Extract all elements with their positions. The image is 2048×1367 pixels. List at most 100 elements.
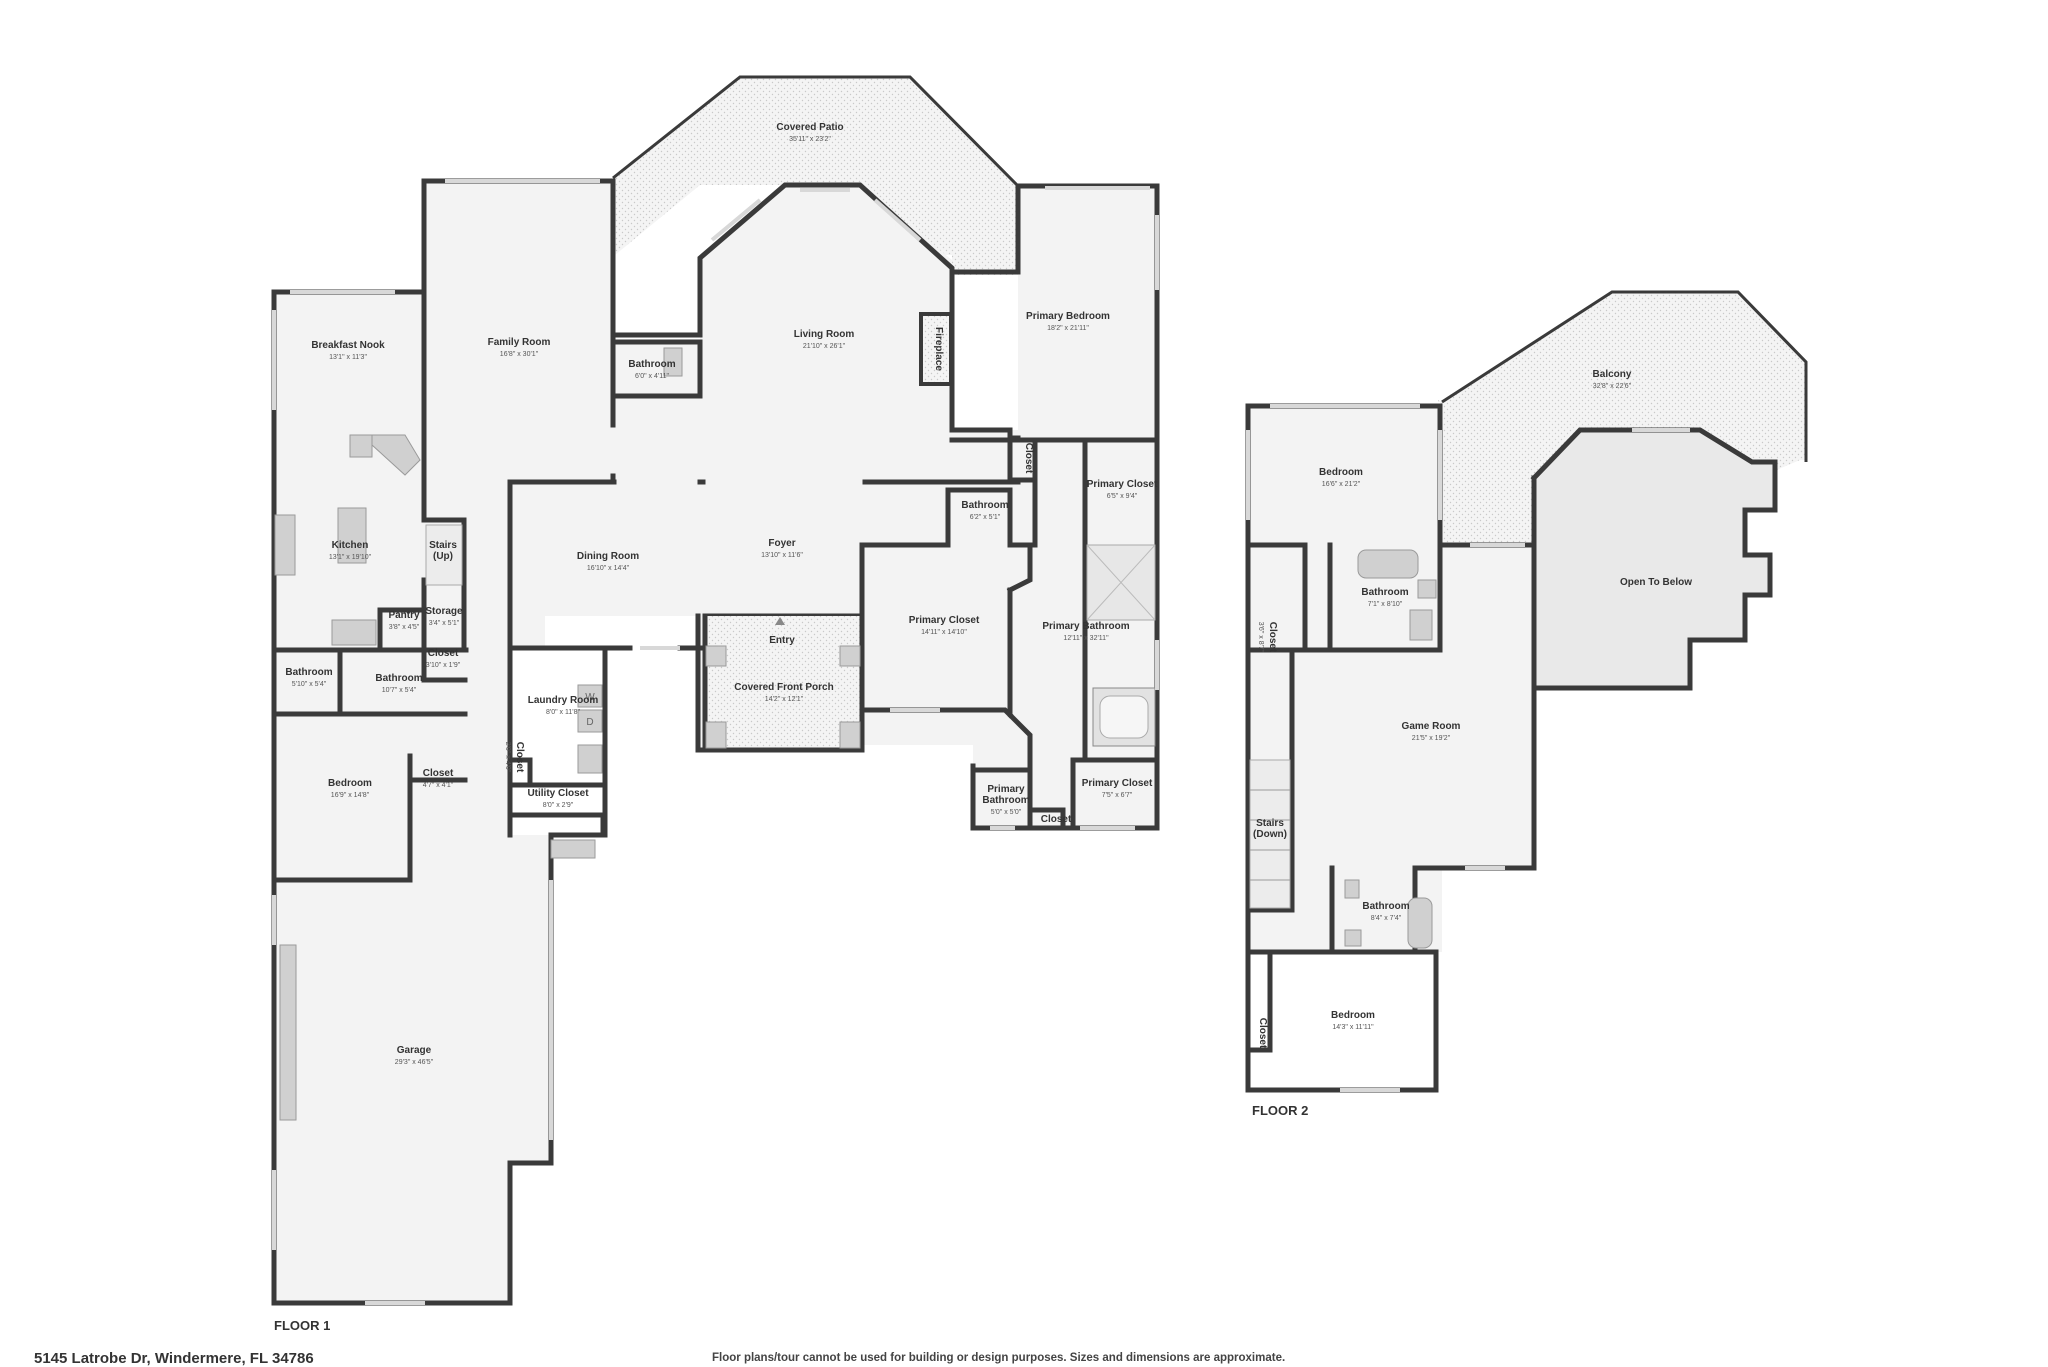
room-name: Closet: [423, 768, 454, 779]
room-label-bathroom-d: Bathroom 10'7" x 5'4": [375, 673, 422, 694]
room-name: Storage: [425, 606, 463, 617]
sink-2a-icon: [1409, 609, 1433, 641]
room-dimensions: 5'10" x 5'4": [292, 681, 327, 688]
room-dimensions: 6'0" x 4'11": [635, 373, 669, 380]
room-name: Closet: [514, 742, 525, 773]
room-dimensions: 3'10" x 1'9": [426, 662, 461, 669]
room-label-closet-e: Closet: [1041, 814, 1072, 825]
washer-icon: [577, 684, 603, 708]
room-dimensions: 4'7" x 4'1": [423, 782, 454, 789]
room-dimensions: 8'4" x 7'4": [1371, 915, 1402, 922]
room-label-entry: Entry: [769, 635, 795, 646]
room-label-bathroom-b: Bathroom 6'2" x 5'1": [961, 500, 1008, 521]
toilet-2b-icon: [1344, 929, 1362, 947]
room-name: Garage: [397, 1045, 432, 1056]
room-name: Open To Below: [1620, 577, 1692, 588]
room-name: Game Room: [1402, 721, 1461, 732]
stairs-down[interactable]: [1249, 759, 1291, 909]
disclaimer-text: Floor plans/tour cannot be used for buil…: [712, 1352, 1286, 1364]
floor-1: Fireplace: [271, 75, 1160, 1333]
bathroom-a-walls: [610, 339, 703, 399]
room-dimensions: 16'10" x 14'4": [587, 565, 630, 572]
svg-text:D: D: [586, 717, 593, 728]
room-dimensions: 21'10" x 26'1": [803, 343, 846, 350]
room-label-primary-bedroom: Primary Bedroom 18'2" x 21'11": [1026, 311, 1110, 332]
room-name: Balcony: [1593, 369, 1632, 380]
svg-text:W: W: [585, 692, 595, 703]
fireplace: [919, 312, 953, 386]
room-dimensions: 3'8" x 4'5": [389, 624, 420, 631]
room-dimensions: 16'8" x 30'1": [500, 351, 539, 358]
room-name: Primary Closet: [1082, 778, 1153, 789]
room-name: Closet: [428, 648, 459, 659]
kitchen-island: [337, 507, 367, 564]
open-to-below-area: [1534, 430, 1775, 688]
room-name: Closet: [1023, 443, 1034, 474]
room-name: Bathroom: [375, 673, 422, 684]
bathtub-2b: [1407, 897, 1433, 949]
room-dimensions: 14'11" x 14'10": [921, 629, 967, 636]
room-dimensions: 10'7" x 5'4": [382, 687, 417, 694]
bathtub-2a: [1357, 549, 1419, 579]
range-icon: [331, 619, 377, 646]
entry-arrow-icon: [775, 617, 785, 625]
stairs-up[interactable]: [425, 524, 463, 586]
room-dimensions: 16'6" x 21'2": [1322, 481, 1361, 488]
room-dimensions: 3'6" x 8'7": [1257, 622, 1264, 653]
room-dimensions: 2'0" x 4'0": [504, 742, 511, 773]
room-label-covered-patio: Covered Patio 35'11" x 23'2": [776, 122, 843, 143]
svg-text:FLOOR 1: FLOOR 1: [274, 1318, 330, 1333]
room-name: (Up): [433, 551, 453, 562]
room-dimensions: 14'3" x 11'11": [1332, 1024, 1374, 1031]
room-name: Bathroom: [285, 667, 332, 678]
room-name: Bathroom: [982, 795, 1029, 806]
room-name: Primary Bedroom: [1026, 311, 1110, 322]
svg-text:FLOOR 2: FLOOR 2: [1252, 1103, 1308, 1118]
room-name: Stairs: [429, 540, 457, 551]
room-dimensions: 6'5" x 9'4": [1107, 493, 1138, 500]
room-name: Foyer: [768, 538, 795, 549]
room-dimensions: 13'1" x 19'10": [329, 554, 372, 561]
room-name: Living Room: [794, 329, 855, 340]
toilet-icon: [663, 347, 683, 377]
floor-2-interior: [1248, 406, 1534, 952]
kitchen-counter: [274, 514, 296, 576]
room-label-closet-b: Closet 3'10" x 1'9": [426, 648, 461, 669]
room-name: Utility Closet: [527, 788, 589, 799]
room-name: Bathroom: [961, 500, 1008, 511]
room-dimensions: 21'5" x 19'2": [1412, 735, 1451, 742]
room-dimensions: 12'11" x 32'11": [1063, 635, 1109, 642]
room-name: Breakfast Nook: [311, 340, 385, 351]
room-name: Bathroom: [628, 359, 675, 370]
room-label-closet-a: Closet: [1023, 443, 1034, 474]
sink-icon: [577, 744, 603, 774]
room-label-stairs-down: Stairs(Down): [1253, 818, 1287, 840]
garage-shelf: [550, 839, 596, 859]
room-label-closet-d: Closet 4'7" x 4'1": [423, 768, 454, 789]
room-name: Bedroom: [1319, 467, 1363, 478]
room-dimensions: 13'1" x 11'3": [329, 354, 367, 361]
covered-front-porch-area: [705, 616, 862, 750]
room-dimensions: 6'2" x 5'1": [970, 514, 1001, 521]
room-name: Stairs: [1256, 818, 1284, 829]
room-dimensions: 7'5" x 6'7": [1102, 792, 1133, 799]
room-dimensions: 35'11" x 23'2": [789, 136, 831, 143]
room-name: Primary: [987, 784, 1025, 795]
room-name: Covered Patio: [776, 122, 843, 133]
room-dimensions: 18'2" x 21'11": [1047, 325, 1089, 332]
room-dimensions: 7'1" x 8'10": [1368, 601, 1403, 608]
room-label-open-to-below: Open To Below: [1620, 577, 1692, 588]
